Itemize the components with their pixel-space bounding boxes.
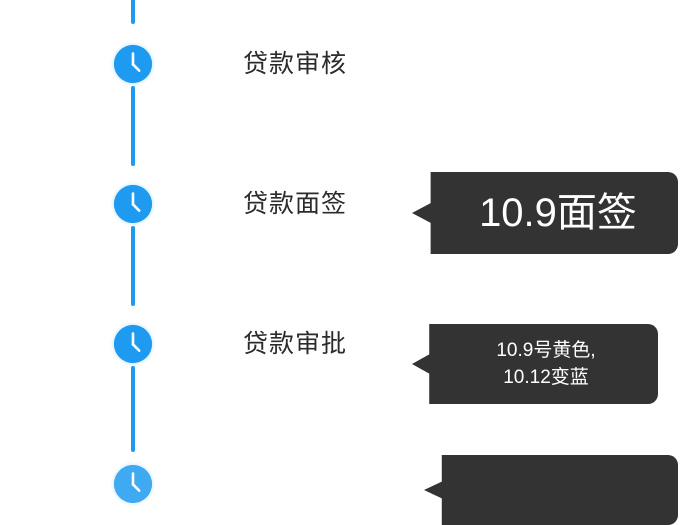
clock-icon [114,45,152,83]
callout-bubble-loan-approval: 10.9号黄色, 10.12变蓝 [412,324,658,404]
timeline-rail-segment-2 [131,226,135,306]
callout-bubble-loan-signing: 10.9面签 [412,172,678,254]
callout-bubble-partial [424,455,678,525]
timeline-step-label-1: 贷款审核 [243,50,348,78]
loan-progress-timeline: 贷款审核 贷款面签 10.9面签 贷款审批 10.9号黄色, 10.12变蓝 [114,0,678,525]
clock-icon [114,465,152,503]
timeline-step-label-2: 贷款面签 [243,190,348,218]
timeline-step-label-3: 贷款审批 [243,330,348,358]
callout-bubble-text: 10.9号黄色, 10.12变蓝 [496,340,596,388]
timeline-rail-segment-3 [131,366,135,452]
clock-icon [114,325,152,363]
timeline-rail-segment-1 [131,86,135,166]
clock-icon [114,185,152,223]
timeline-rail-segment-top [131,0,135,24]
callout-bubble-text: 10.9面签 [479,191,637,235]
